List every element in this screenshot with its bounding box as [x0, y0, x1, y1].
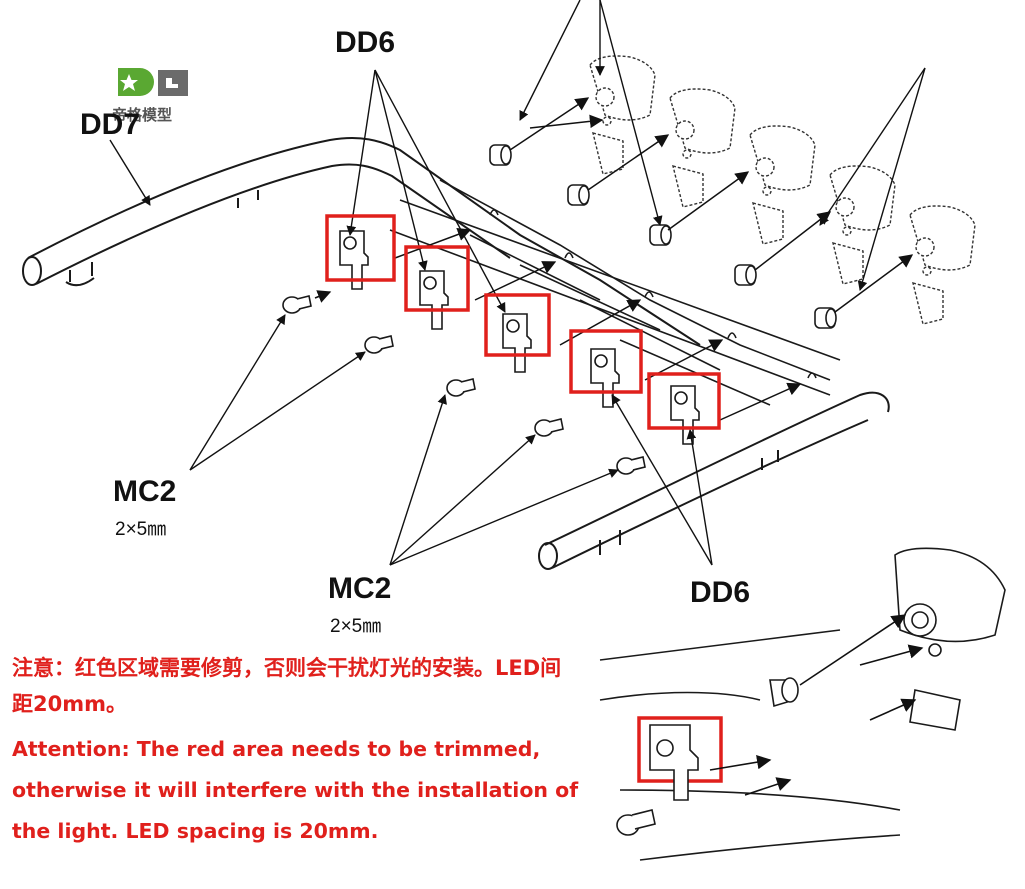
- mc2-screws: [282, 295, 646, 475]
- bulb-caps: [489, 144, 837, 329]
- trim-box-4: [569, 329, 643, 394]
- label-dd6-bottom: DD6: [690, 576, 751, 609]
- note-english: Attention: The red area needs to be trim…: [12, 737, 579, 843]
- label-mc2-center: MC2: [328, 572, 392, 605]
- inset-detail: [599, 547, 1006, 861]
- frame-crossbars: [389, 179, 841, 406]
- trim-box-3: [484, 293, 551, 357]
- label-dd6-top: DD6: [335, 26, 396, 59]
- trim-highlights: [325, 214, 723, 783]
- label-mc2-center-size: 2×5㎜: [330, 616, 382, 637]
- trim-box-2: [404, 245, 470, 312]
- rail-dd7: [22, 137, 701, 346]
- headlight-housings: [589, 55, 976, 325]
- label-mc2-left: MC2: [113, 475, 177, 508]
- leader-lines: [109, 0, 926, 566]
- note-chinese: 注意：红色区域需要修剪，否则会干扰灯光的安装。LED间距20mm。: [12, 656, 562, 716]
- label-mc2-left-size: 2×5㎜: [115, 519, 167, 540]
- label-dd7: DD7: [80, 108, 141, 141]
- logo-text: 帝格模型: [112, 106, 173, 124]
- rail-right: [538, 391, 890, 570]
- trim-box-1: [325, 214, 396, 282]
- trim-box-5: [647, 372, 721, 430]
- dd6-brackets: [339, 230, 700, 445]
- brand-logo: [118, 68, 188, 96]
